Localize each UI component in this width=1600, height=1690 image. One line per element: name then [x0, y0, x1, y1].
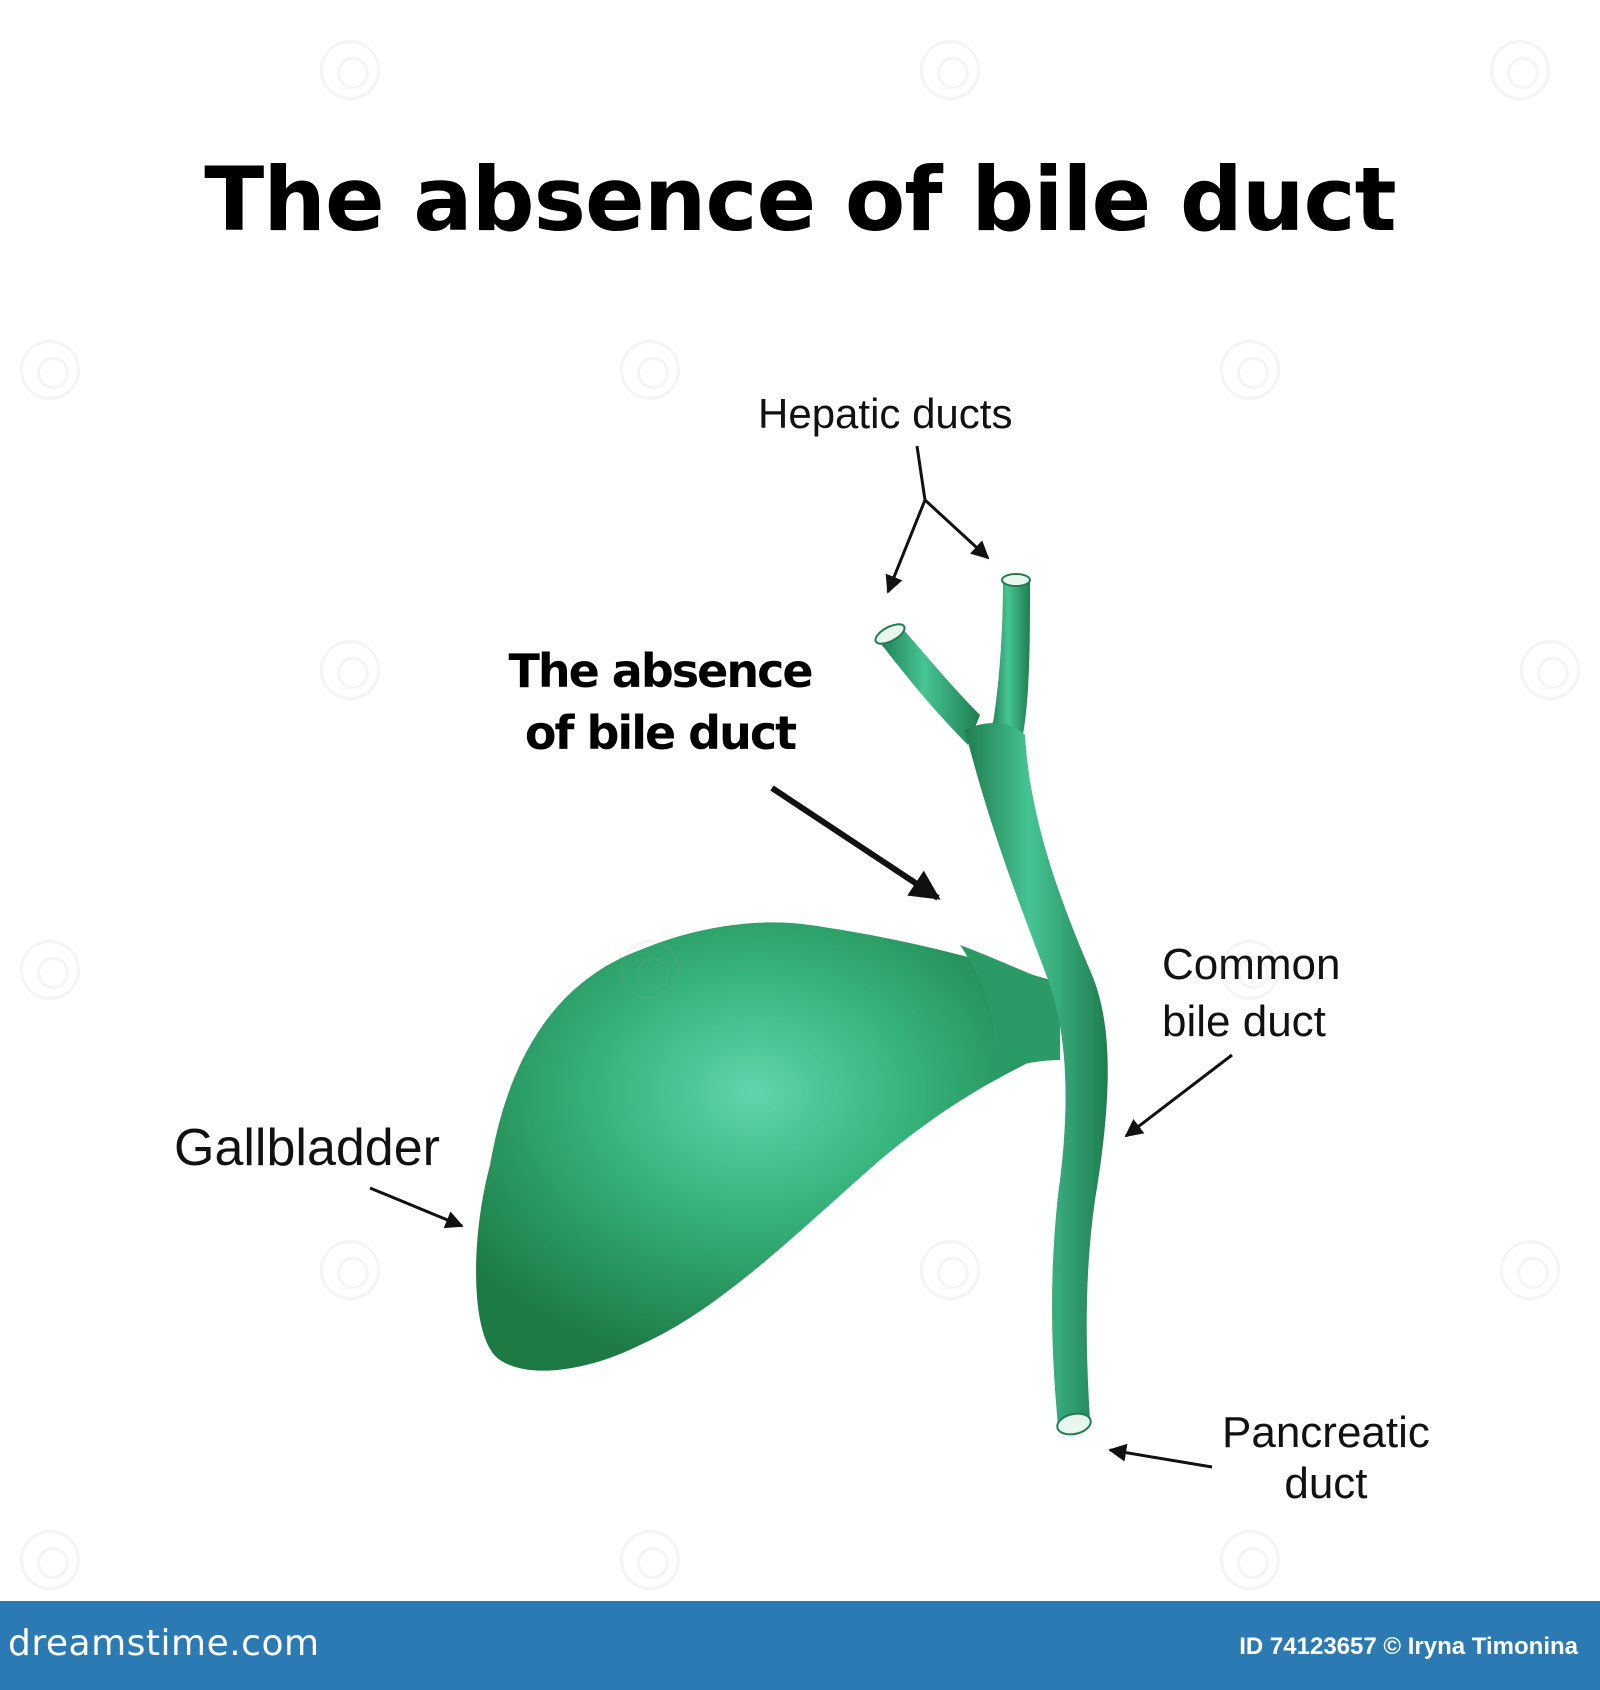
watermark-icon: [620, 340, 680, 400]
absence-label-line1: The absence: [508, 644, 813, 698]
watermark-icon: [320, 640, 380, 700]
common-bile-duct: [965, 723, 1108, 1426]
common-label-line2: bile duct: [1162, 997, 1326, 1047]
watermark-icon: [1220, 940, 1280, 1000]
footer-credit: ID 74123657 © Iryna Timonina: [1239, 1633, 1578, 1660]
left-hepatic-opening: [874, 623, 906, 645]
hepatic-arrow-stem: [915, 445, 927, 501]
footer-bar: dreamstime.com ID 74123657 © Iryna Timon…: [0, 1601, 1600, 1690]
pancreatic-label-line2: duct: [1284, 1458, 1368, 1508]
watermark-icon: [20, 340, 80, 400]
watermark-icon: [20, 1530, 80, 1590]
common-arrow: [1124, 1053, 1233, 1138]
absence-label: The absence of bile duct: [500, 640, 820, 764]
watermark-icon: [920, 1240, 980, 1300]
watermark-icon: [320, 1240, 380, 1300]
watermark-icon: [620, 940, 680, 1000]
pancreatic-duct-label: Pancreatic duct: [1222, 1408, 1430, 1509]
left-hepatic-duct: [878, 628, 980, 745]
hepatic-arrow-right: [923, 498, 990, 560]
watermark-icon: [1520, 640, 1580, 700]
watermark-icon: [620, 1530, 680, 1590]
hepatic-arrow-left: [885, 499, 927, 594]
gallbladder-label: Gallbladder: [174, 1119, 440, 1177]
gallbladder-shape: [476, 922, 1055, 1371]
pancreatic-label-line1: Pancreatic: [1222, 1408, 1430, 1457]
pancreatic-opening: [1056, 1412, 1092, 1436]
absence-arrow: [770, 785, 941, 901]
watermark-icon: [320, 40, 380, 100]
right-hepatic-duct: [990, 580, 1030, 740]
watermark-icon: [1500, 1240, 1560, 1300]
absence-label-line2: of bile duct: [524, 706, 797, 761]
hepatic-ducts-label: Hepatic ducts: [758, 390, 1013, 437]
watermark-icon: [920, 40, 980, 100]
watermark-icon: [1490, 40, 1550, 100]
page-title: The absence of bile duct: [204, 148, 1396, 251]
right-hepatic-opening: [1001, 573, 1031, 587]
watermark-icon: [20, 940, 80, 1000]
cystic-neck: [960, 945, 1060, 1075]
pancreatic-arrow: [1108, 1443, 1213, 1469]
watermark-icon: [1220, 340, 1280, 400]
watermark-icon: [1220, 1530, 1280, 1590]
footer-logo: dreamstime.com: [8, 1623, 320, 1664]
gallbladder-arrow: [369, 1186, 464, 1229]
